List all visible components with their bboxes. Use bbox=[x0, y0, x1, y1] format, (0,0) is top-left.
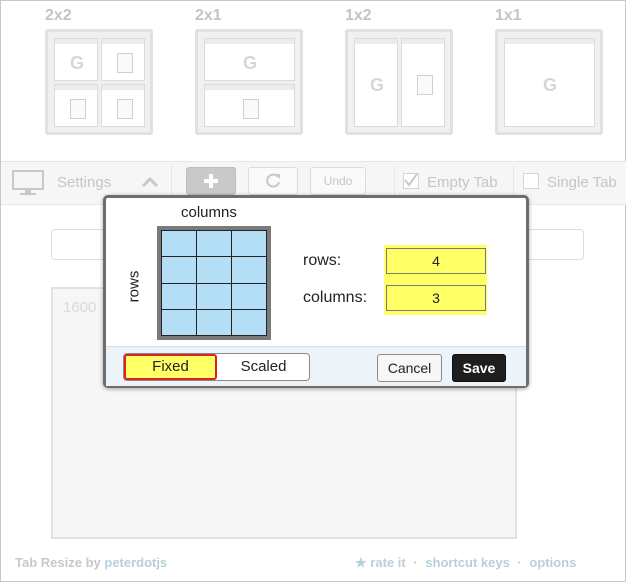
background-input-right bbox=[519, 229, 584, 260]
app-name: Tab Resize bbox=[15, 555, 82, 570]
rows-caption: rows bbox=[125, 270, 143, 303]
pane bbox=[54, 84, 98, 127]
layout-label: 2x2 bbox=[45, 7, 72, 24]
fixed-mode-button[interactable]: Fixed bbox=[124, 354, 217, 380]
layout-label: 1x2 bbox=[345, 7, 372, 24]
chevron-up-icon[interactable] bbox=[140, 175, 160, 189]
pane: G bbox=[354, 38, 398, 127]
google-icon: G bbox=[543, 75, 558, 95]
checkmark-icon bbox=[404, 173, 418, 187]
empty-tab-checkbox[interactable] bbox=[403, 173, 419, 189]
rows-label: rows: bbox=[303, 252, 342, 269]
undo-button[interactable]: Undo bbox=[310, 167, 366, 195]
refresh-icon bbox=[266, 173, 280, 188]
layout-1x2-thumbnail[interactable]: G bbox=[345, 29, 453, 135]
author-link[interactable]: peterdotjs bbox=[104, 555, 168, 570]
layout-1x1-thumbnail[interactable]: G bbox=[495, 29, 603, 135]
pane bbox=[101, 84, 145, 127]
pane: G bbox=[204, 38, 295, 81]
refresh-button[interactable] bbox=[248, 167, 298, 195]
document-icon bbox=[417, 75, 433, 95]
columns-caption: columns bbox=[181, 204, 237, 221]
grid-cell bbox=[196, 308, 232, 336]
single-tab-label: Single Tab bbox=[547, 174, 617, 191]
options-link[interactable]: options bbox=[529, 555, 577, 570]
rate-link[interactable]: rate it bbox=[370, 555, 406, 570]
grid-cell bbox=[231, 282, 267, 310]
document-icon bbox=[117, 99, 133, 119]
document-icon bbox=[117, 53, 133, 73]
footer-links: ★ rate it · shortcut keys · options bbox=[355, 555, 576, 571]
dialog-footer: Fixed Scaled Cancel Save bbox=[106, 346, 526, 386]
grid-cell bbox=[161, 282, 197, 310]
footer-credit: Tab Resize by peterdotjs bbox=[15, 555, 167, 570]
by-text: by bbox=[85, 555, 101, 570]
columns-label: columns: bbox=[303, 289, 368, 306]
scaled-mode-button[interactable]: Scaled bbox=[240, 358, 287, 375]
pane bbox=[101, 38, 145, 81]
pane bbox=[401, 38, 445, 127]
custom-layout-dialog: columns rows rows: columns: Fixed Scaled… bbox=[103, 195, 529, 388]
layout-label: 1x1 bbox=[495, 7, 522, 24]
cancel-button[interactable]: Cancel bbox=[377, 354, 442, 382]
grid-cell bbox=[231, 230, 267, 258]
grid-cell bbox=[161, 256, 197, 284]
pane: G bbox=[54, 38, 98, 81]
document-icon bbox=[243, 99, 259, 119]
layout-grid-preview bbox=[157, 226, 271, 340]
layout-2x2-thumbnail[interactable]: G bbox=[45, 29, 153, 135]
plus-icon bbox=[204, 174, 218, 188]
settings-label[interactable]: Settings bbox=[57, 174, 112, 191]
google-icon: G bbox=[70, 53, 85, 73]
layout-presets: 2x2 G 2x1 G 1x2 G 1x1 bbox=[1, 1, 626, 151]
columns-input[interactable] bbox=[386, 285, 486, 311]
grid-cell bbox=[231, 308, 267, 336]
separator: · bbox=[517, 555, 522, 570]
grid-cell bbox=[161, 230, 197, 258]
pane: G bbox=[504, 38, 595, 127]
resize-mode-toggle: Fixed Scaled bbox=[123, 353, 310, 381]
separator: · bbox=[413, 555, 418, 570]
grid-cell bbox=[196, 230, 232, 258]
shortcut-keys-link[interactable]: shortcut keys bbox=[425, 555, 510, 570]
pane bbox=[204, 84, 295, 127]
resolution-text: 1600 bbox=[63, 299, 97, 316]
empty-tab-label: Empty Tab bbox=[427, 174, 498, 191]
google-icon: G bbox=[243, 53, 258, 73]
grid-cell bbox=[196, 282, 232, 310]
grid-cell bbox=[161, 308, 197, 336]
grid-cell bbox=[231, 256, 267, 284]
google-icon: G bbox=[370, 75, 385, 95]
monitor-icon bbox=[12, 170, 44, 195]
star-icon: ★ bbox=[355, 555, 367, 570]
single-tab-checkbox[interactable] bbox=[523, 173, 539, 189]
layout-label: 2x1 bbox=[195, 7, 222, 24]
grid-cell bbox=[196, 256, 232, 284]
layout-2x1-thumbnail[interactable]: G bbox=[195, 29, 303, 135]
document-icon bbox=[70, 99, 86, 119]
add-layout-button[interactable] bbox=[186, 167, 236, 195]
rows-input[interactable] bbox=[386, 248, 486, 274]
save-button[interactable]: Save bbox=[452, 354, 506, 382]
